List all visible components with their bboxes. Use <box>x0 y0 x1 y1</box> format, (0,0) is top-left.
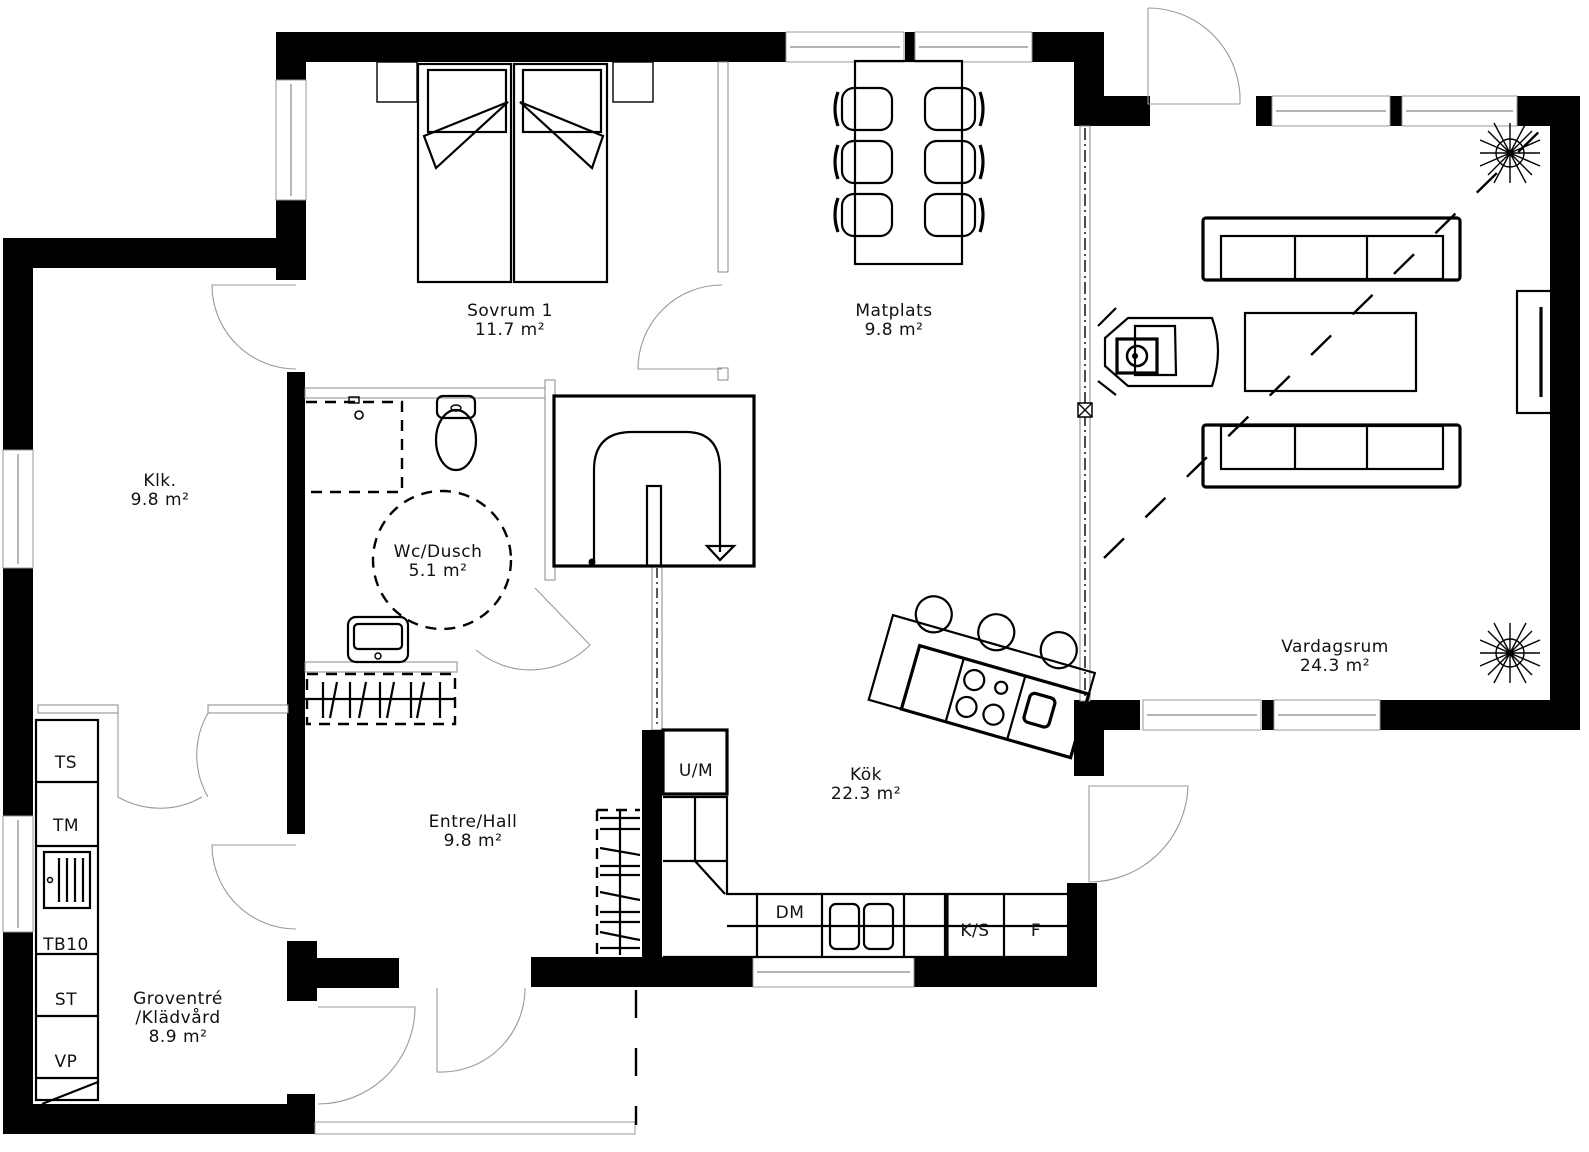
kitchen-island <box>867 595 1097 760</box>
appliance-st: ST <box>54 990 78 1010</box>
appliance-tm: TM <box>52 816 80 836</box>
laundry-cabinets <box>34 718 100 1106</box>
appliance-ks: K/S <box>960 921 990 941</box>
room-label-groventre: Groventré /Klädvård 8.9 m² <box>133 990 223 1047</box>
room-area: 8.9 m² <box>148 1027 208 1047</box>
living-room-furniture <box>1097 117 1556 684</box>
appliance-f: F <box>1030 921 1042 941</box>
appliance-ts: TS <box>54 753 78 773</box>
plant-icon <box>1479 122 1541 184</box>
appliance-vp: VP <box>54 1052 78 1072</box>
room-name: Kök <box>849 765 883 785</box>
room-name: Matplats <box>855 301 933 321</box>
room-name: Groventré <box>133 989 223 1009</box>
room-area: 11.7 m² <box>474 320 546 340</box>
room-area: 24.3 m² <box>1299 656 1371 676</box>
room-label-entre-hall: Entre/Hall 9.8 m² <box>429 813 518 851</box>
appliance-um: U/M <box>678 761 714 781</box>
room-name: Klk. <box>143 471 177 491</box>
room-name: Entre/Hall <box>428 812 518 832</box>
room-area: 5.1 m² <box>408 561 468 581</box>
windows <box>2 31 1518 1135</box>
plant-icon <box>1479 622 1541 684</box>
room-label-sovrum-1: Sovrum 1 11.7 m² <box>467 302 553 340</box>
room-area: 22.3 m² <box>830 784 902 804</box>
kitchen-cabinets <box>661 728 1069 959</box>
staircase <box>552 394 756 568</box>
room-label-klk: Klk. 9.8 m² <box>131 472 190 510</box>
room-area: 9.8 m² <box>864 320 924 340</box>
appliance-dm: DM <box>775 903 805 923</box>
room-label-wc-dusch: Wc/Dusch 5.1 m² <box>394 543 483 581</box>
room-name-line2: /Klädvård <box>135 1008 221 1028</box>
appliance-tb10: TB10 <box>43 935 89 955</box>
exterior-walls <box>3 32 1580 1134</box>
bathroom-fixtures <box>306 394 513 664</box>
shoe-rack <box>595 808 641 955</box>
room-name: Wc/Dusch <box>393 542 483 562</box>
room-label-matplats: Matplats 9.8 m² <box>855 302 932 340</box>
doors <box>117 7 1241 1105</box>
dining-table <box>833 59 985 266</box>
wardrobe-rails <box>305 672 457 726</box>
interior-walls <box>37 61 1093 1125</box>
room-label-vardagsrum: Vardagsrum 24.3 m² <box>1281 638 1389 676</box>
double-bed <box>376 61 654 284</box>
dining-chairs <box>833 86 985 238</box>
room-name: Sovrum 1 <box>467 301 553 321</box>
room-area: 9.8 m² <box>130 490 190 510</box>
room-label-kok: Kök 22.3 m² <box>831 766 901 804</box>
room-name: Vardagsrum <box>1281 637 1389 657</box>
room-area: 9.8 m² <box>443 831 503 851</box>
